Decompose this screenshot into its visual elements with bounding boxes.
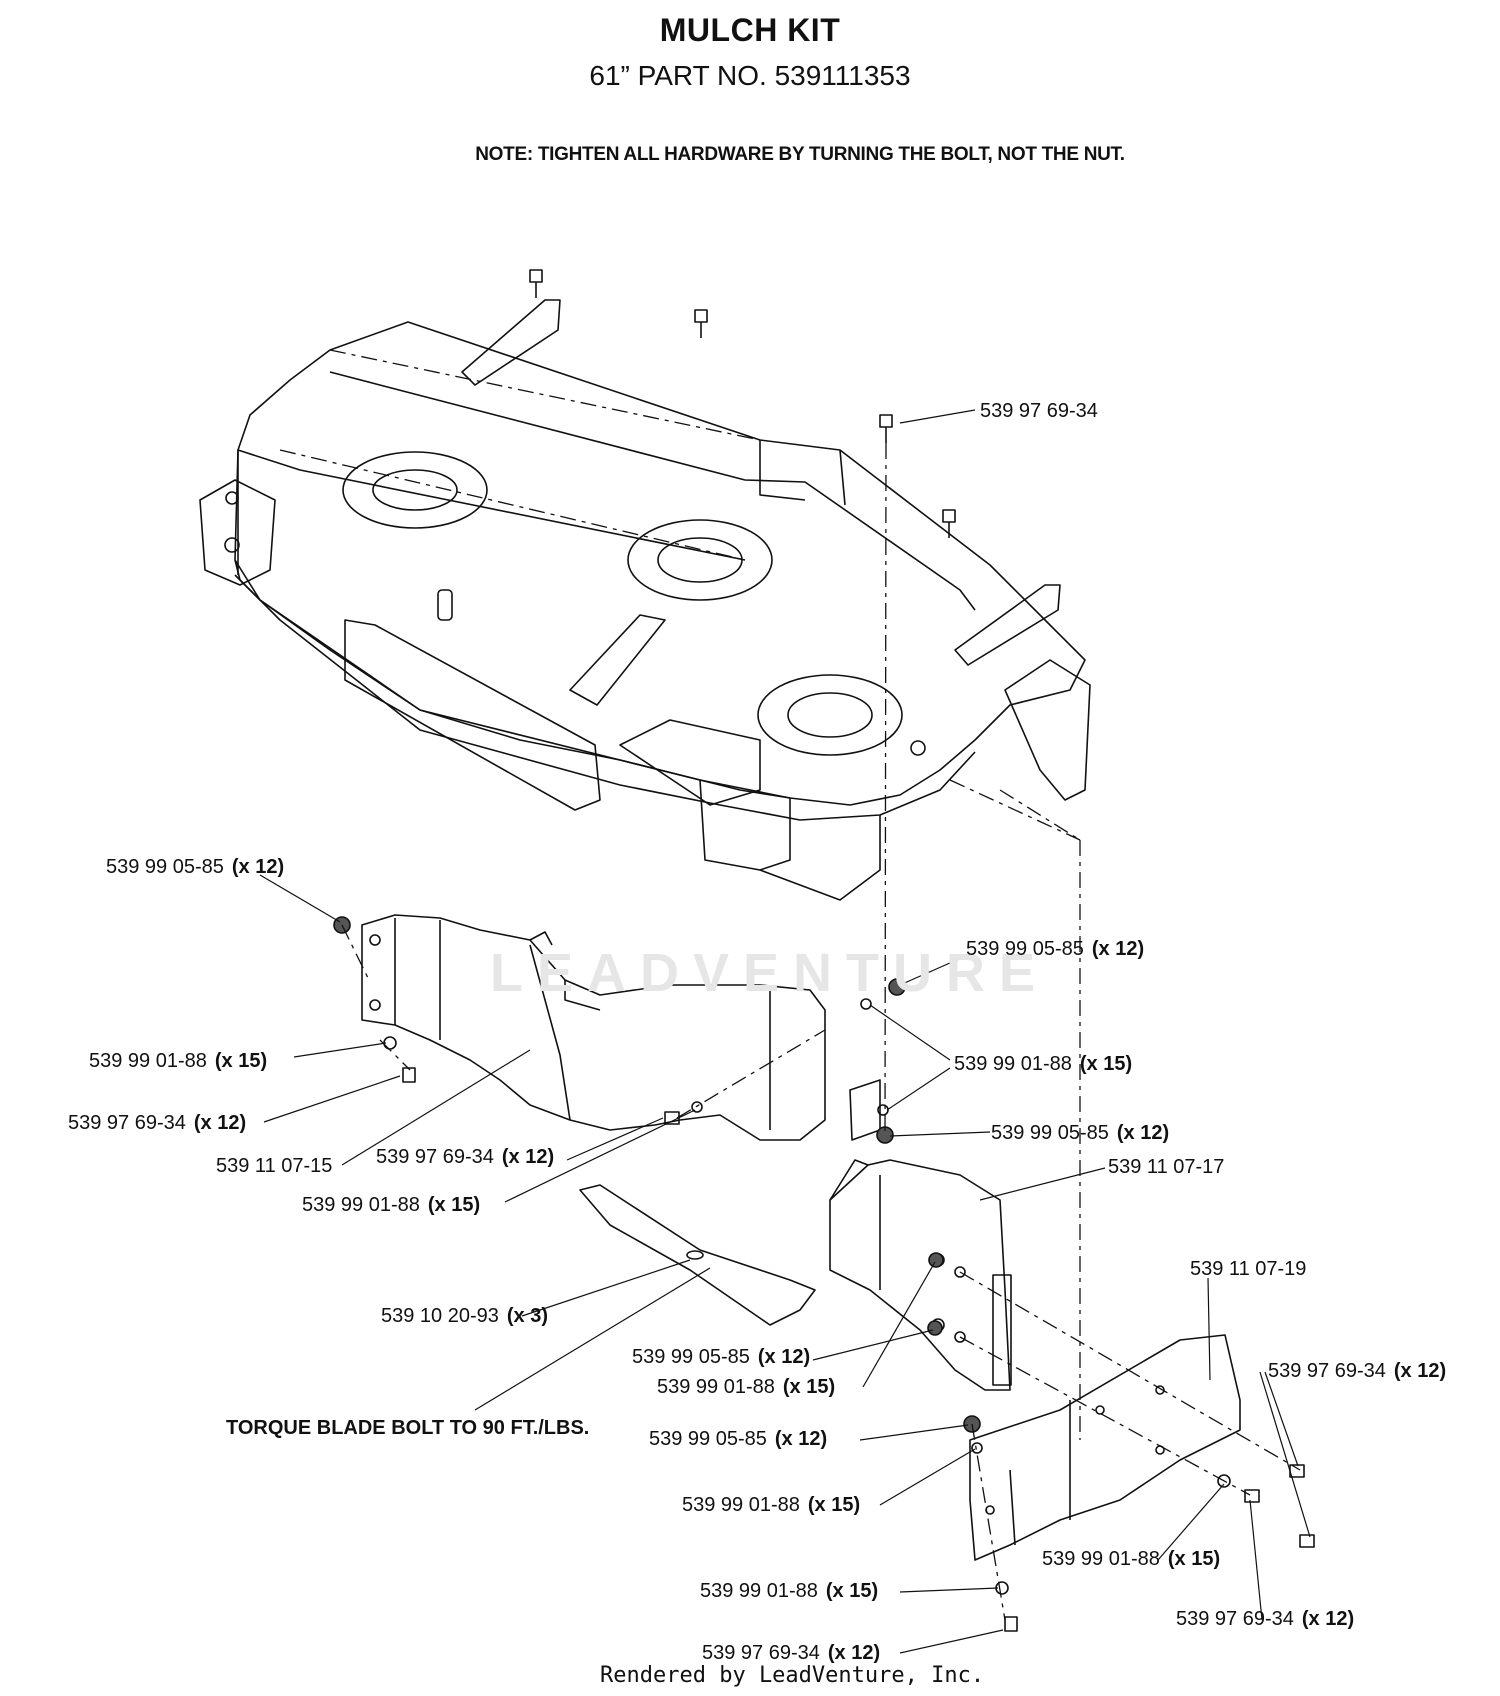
callout-part: 539 99 05-85 — [632, 1346, 750, 1368]
callout-qty: (x 15) — [1079, 1053, 1133, 1075]
callout-qty: (x 12) — [231, 856, 285, 878]
callout-part: 539 99 05-85 — [966, 938, 1084, 960]
hardware-note: NOTE: TIGHTEN ALL HARDWARE BY TURNING TH… — [475, 144, 1125, 165]
leader-lines — [259, 409, 1311, 1654]
callout: 539 99 05-85 (x 12) — [991, 1122, 1169, 1145]
callout-qty: (x 15) — [807, 1494, 861, 1516]
baffle-539-11-07-17 — [829, 1079, 1012, 1391]
watermark: LEADVENTURE — [490, 943, 1050, 1003]
callout-part: 539 97 69-34 — [376, 1146, 494, 1168]
callout-part: 539 99 01-88 — [700, 1580, 818, 1602]
callout-qty: (x 12) — [193, 1112, 247, 1134]
callout-part: 539 99 01-88 — [89, 1050, 207, 1072]
callout: 539 99 01-88 (x 15) — [302, 1194, 480, 1217]
callout: 539 99 05-85 (x 12) — [632, 1346, 810, 1369]
callout-part: 539 10 20-93 — [381, 1305, 499, 1327]
callout-qty: (x 15) — [782, 1376, 836, 1398]
callout-part: 539 99 05-85 — [991, 1122, 1109, 1144]
page-title: MULCH KIT — [659, 12, 841, 48]
callout: 539 99 01-88 (x 15) — [657, 1376, 835, 1399]
callout: 539 99 05-85 (x 12) — [649, 1428, 827, 1451]
part-number-subtitle: 61” PART NO. 539111353 — [589, 60, 911, 91]
baffle-539-11-07-15 — [361, 914, 826, 1141]
callout: 539 99 01-88 (x 15) — [954, 1053, 1132, 1076]
callout-qty: (x 12) — [1393, 1360, 1447, 1382]
callout-qty: (x 3) — [506, 1305, 549, 1327]
assembly-lines — [279, 349, 1301, 1621]
callout-part: 539 11 07-19 — [1190, 1258, 1307, 1280]
callout: 539 97 69-34 (x 12) — [1176, 1608, 1354, 1631]
callout: 539 99 01-88 (x 15) — [89, 1050, 267, 1073]
callout-part: 539 97 69-34 — [980, 400, 1098, 422]
callout-qty: (x 12) — [774, 1428, 828, 1450]
render-credit: Rendered by LeadVenture, Inc. — [600, 1663, 985, 1688]
callout-part: 539 11 07-17 — [1108, 1156, 1225, 1178]
callout: 539 11 07-15 — [216, 1155, 332, 1178]
callout-qty: (x 12) — [757, 1346, 811, 1368]
callout-part: 539 11 07-15 — [216, 1155, 333, 1177]
mower-deck — [199, 269, 1091, 901]
callout: 539 11 07-17 — [1108, 1156, 1224, 1179]
blade-539-10-20-93 — [579, 1184, 816, 1326]
callout-qty: (x 15) — [825, 1580, 879, 1602]
callout: 539 99 05-85 (x 12) — [966, 938, 1144, 961]
callout: 539 99 01-88 (x 15) — [682, 1494, 860, 1517]
callout-part: 539 97 69-34 — [1176, 1608, 1294, 1630]
callout-part: 539 99 01-88 — [954, 1053, 1072, 1075]
callout-qty: (x 12) — [1301, 1608, 1355, 1630]
plate-539-11-07-19 — [969, 1334, 1241, 1561]
callout-qty: (x 12) — [827, 1642, 881, 1664]
callout-part: 539 97 69-34 — [68, 1112, 186, 1134]
hardware — [333, 916, 1315, 1632]
callout-part: 539 99 01-88 — [302, 1194, 420, 1216]
callout-part: 539 97 69-34 — [702, 1642, 820, 1664]
callout: 539 99 01-88 (x 15) — [700, 1580, 878, 1603]
callout-qty: (x 12) — [1091, 938, 1145, 960]
callout-part: 539 99 01-88 — [657, 1376, 775, 1398]
torque-note: TORQUE BLADE BOLT TO 90 FT./LBS. — [226, 1417, 590, 1439]
callout-part: 539 99 01-88 — [682, 1494, 800, 1516]
callout-qty: (x 12) — [501, 1146, 555, 1168]
callout-part: 539 99 05-85 — [649, 1428, 767, 1450]
callout: 539 99 05-85 (x 12) — [106, 856, 284, 879]
callout: 539 97 69-34 (x 12) — [68, 1112, 246, 1135]
callout: 539 97 69-34 (x 12) — [702, 1642, 880, 1665]
callout: 539 99 01-88 (x 15) — [1042, 1548, 1220, 1571]
callout-part: 539 99 05-85 — [106, 856, 224, 878]
callout-qty: (x 15) — [1167, 1548, 1221, 1570]
callout: 539 97 69-34 (x 12) — [376, 1146, 554, 1169]
callout-qty: (x 12) — [1116, 1122, 1170, 1144]
callout-part: 539 99 01-88 — [1042, 1548, 1160, 1570]
callout-part: 539 97 69-34 — [1268, 1360, 1386, 1382]
callout-qty: (x 15) — [214, 1050, 268, 1072]
callout: 539 11 07-19 — [1190, 1258, 1306, 1281]
callout: 539 97 69-34 (x 12) — [1268, 1360, 1446, 1383]
callout: 539 97 69-34 — [980, 400, 1106, 423]
callout-qty: (x 15) — [427, 1194, 481, 1216]
callout: 539 10 20-93 (x 3) — [381, 1305, 548, 1328]
